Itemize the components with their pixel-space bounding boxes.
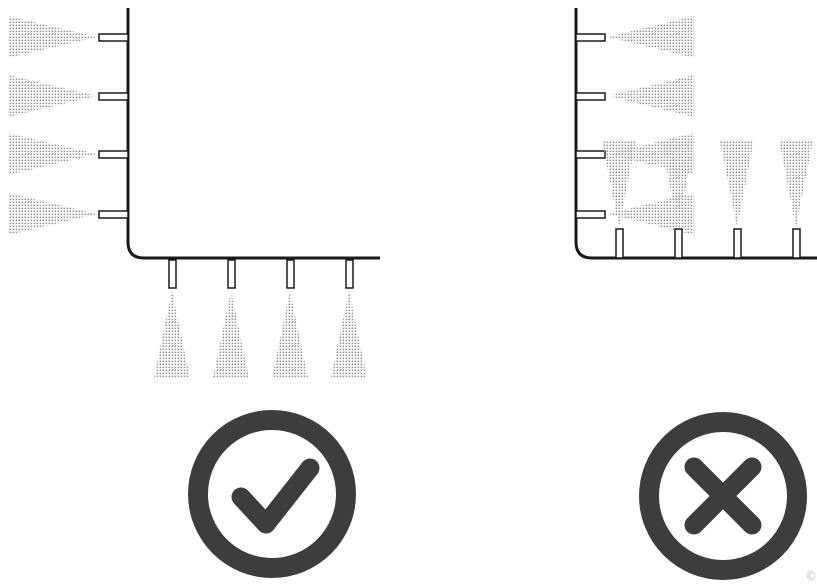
spray-cone bbox=[720, 140, 754, 227]
spray-cone bbox=[608, 16, 694, 58]
spray-cone bbox=[331, 291, 367, 378]
floor-nozzles bbox=[602, 140, 813, 259]
spray-cone bbox=[608, 75, 694, 117]
wall-nozzle bbox=[575, 75, 694, 117]
floor-nozzle bbox=[779, 140, 813, 259]
floor-nozzle bbox=[661, 140, 695, 259]
spray-cone bbox=[608, 193, 694, 235]
floor-nozzle bbox=[213, 259, 249, 378]
wall-nozzle bbox=[8, 16, 129, 58]
wall-nozzle bbox=[8, 75, 129, 117]
floor-nozzle bbox=[272, 259, 308, 378]
check-icon bbox=[188, 410, 356, 578]
spray-cone bbox=[213, 291, 249, 378]
floor-nozzle bbox=[602, 140, 636, 259]
cross-icon bbox=[639, 412, 807, 580]
frame-outline bbox=[126, 8, 380, 260]
spray-cone bbox=[8, 133, 97, 175]
floor-nozzles bbox=[154, 259, 367, 378]
wall-nozzle bbox=[575, 16, 694, 58]
spray-cone bbox=[8, 16, 97, 58]
frame-outline bbox=[574, 8, 817, 260]
spray-cone bbox=[8, 75, 97, 117]
copyright-mark: © bbox=[805, 569, 817, 583]
incorrect-panel bbox=[574, 8, 817, 580]
wall-nozzle bbox=[8, 133, 129, 175]
spray-cone bbox=[602, 140, 636, 227]
spray-cone bbox=[779, 140, 813, 227]
floor-nozzle bbox=[331, 259, 367, 378]
spray-cone bbox=[8, 193, 97, 235]
wall-nozzle bbox=[8, 193, 129, 235]
correct-panel bbox=[8, 8, 380, 578]
wall-nozzle bbox=[575, 193, 694, 235]
spray-cone bbox=[154, 291, 190, 378]
floor-nozzle bbox=[720, 140, 754, 259]
spray-cone bbox=[661, 140, 695, 227]
wall-nozzles bbox=[8, 16, 129, 235]
floor-nozzle bbox=[154, 259, 190, 378]
spray-cone bbox=[272, 291, 308, 378]
